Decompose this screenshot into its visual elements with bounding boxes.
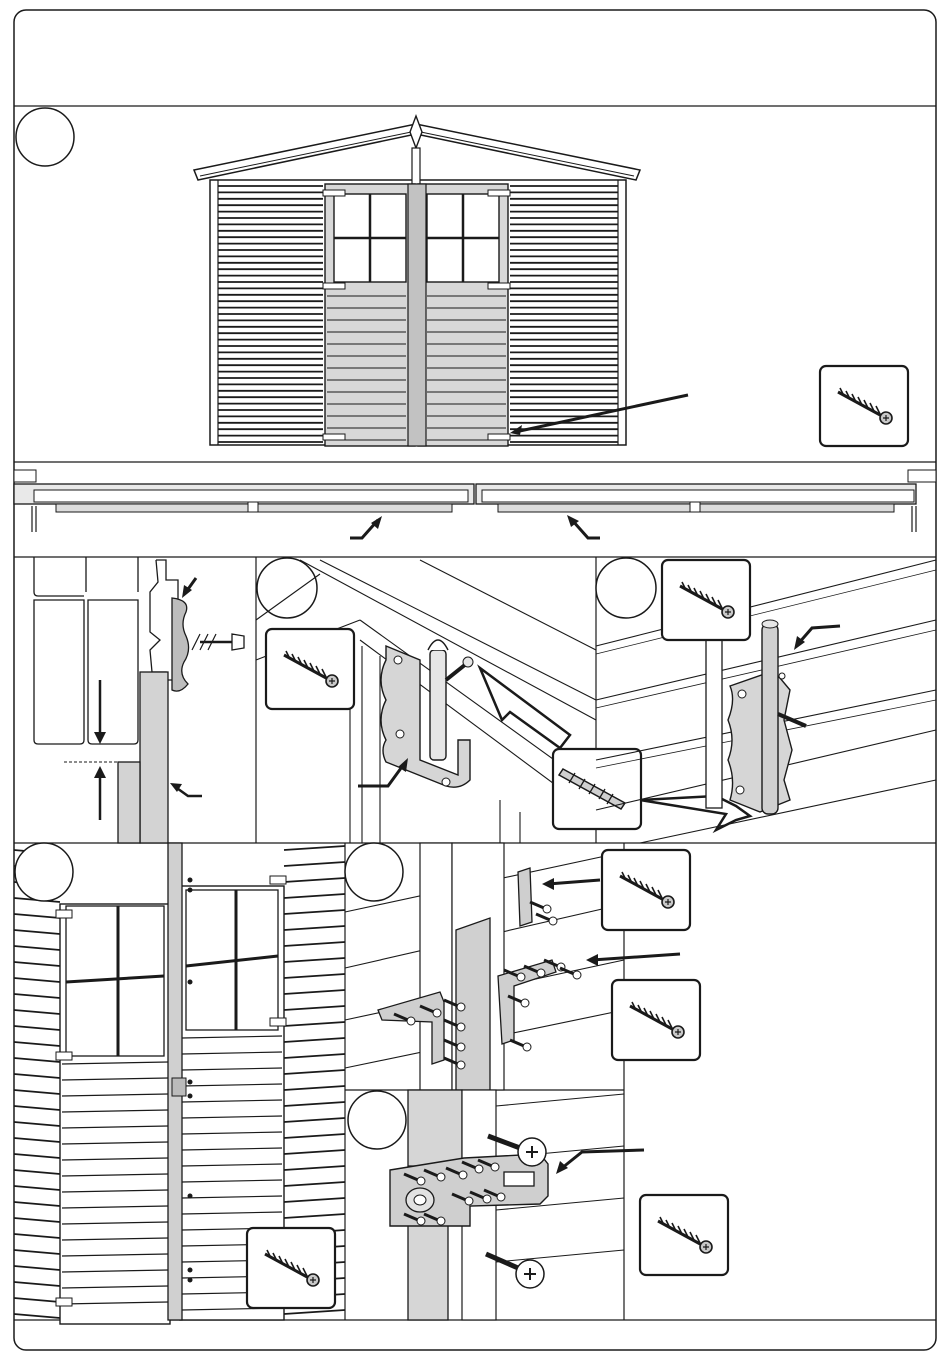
step-circle-4	[15, 843, 73, 901]
step-circle-2	[257, 558, 317, 618]
step-circle-6	[348, 1091, 406, 1149]
step-circle-5	[345, 843, 403, 901]
screw-box-4	[247, 1228, 335, 1308]
screw-box-1	[820, 366, 908, 446]
step-circle-3	[596, 558, 656, 618]
screw-box-5	[602, 850, 690, 930]
screw-box-2	[266, 629, 354, 709]
screw-box-3	[662, 560, 750, 640]
step-circle-1	[16, 108, 74, 166]
screw-box-7	[640, 1195, 728, 1275]
screw-box-6	[612, 980, 700, 1060]
drill-bit-box	[553, 749, 641, 829]
